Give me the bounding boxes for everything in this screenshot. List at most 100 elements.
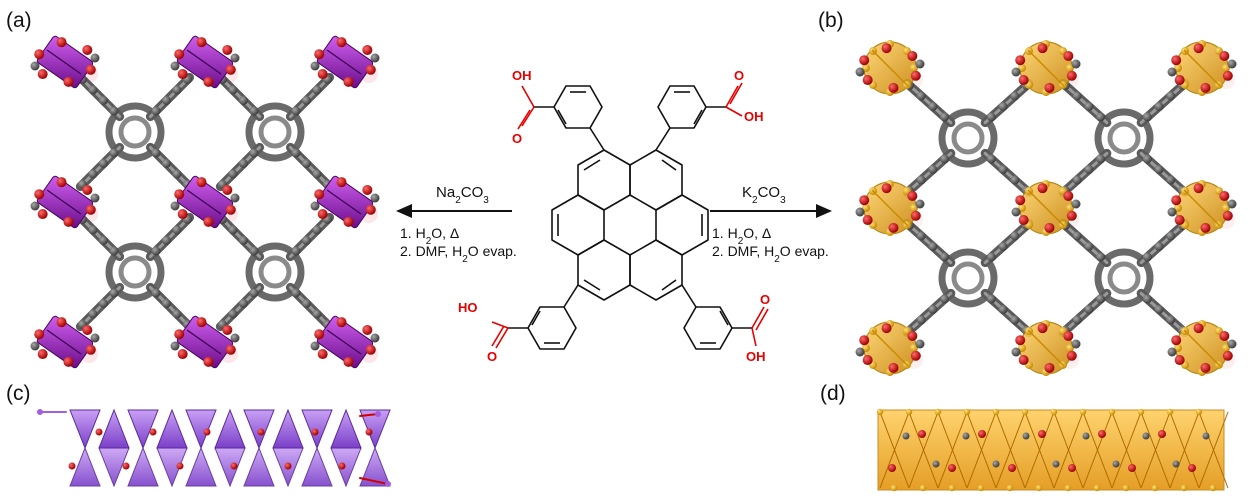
carbon-atom (855, 67, 865, 77)
right-step-1: 1. H2O, Δ (712, 225, 771, 247)
oxygen-atom (149, 428, 157, 436)
k-node (855, 320, 925, 376)
oxygen-atom (122, 462, 130, 470)
oxygen-atom (85, 344, 96, 355)
oxygen-atom (284, 462, 292, 470)
carbon-atom (1167, 347, 1177, 357)
phenyl-ring-bottom-right (683, 306, 733, 350)
carbon-atom (1096, 252, 1106, 262)
oxygen-atom (862, 215, 873, 226)
carbon-atom (855, 207, 865, 217)
carbon-atom (1227, 339, 1237, 349)
carbon-atom (312, 225, 322, 235)
oxygen-atom (1128, 464, 1136, 472)
polyhedron-edge (1183, 189, 1221, 227)
carbon-atom (986, 154, 996, 164)
carbon-atom (928, 242, 938, 251)
pyrene-ring-bottom-right (629, 239, 683, 301)
k-atom (948, 484, 956, 492)
oxygen-atom (1098, 430, 1106, 438)
carbon-atom (1071, 199, 1081, 209)
carbon-atom (109, 106, 119, 116)
carbon-atom (99, 299, 108, 308)
na-node (170, 175, 240, 229)
oxygen-atom (203, 76, 214, 87)
na-polyhedron-lower (98, 447, 130, 488)
carbon-atom (88, 85, 98, 95)
oxygen-atom (881, 323, 892, 334)
carbon-atom (162, 96, 171, 105)
oxygen-atom (888, 464, 896, 472)
oxygen-atom (1063, 330, 1074, 341)
polyhedron-edge (1198, 411, 1229, 489)
pyrene-hub-inner (951, 261, 985, 295)
na-polyhedron-upper (330, 408, 362, 449)
oxygen-atom (365, 344, 376, 355)
polyhedron-edge (937, 411, 968, 489)
na-polyhedron-upper (127, 409, 159, 450)
oxygen-atom (336, 317, 347, 328)
polyhedron-edge (1183, 329, 1221, 367)
oxygen-atom (1171, 195, 1182, 206)
k-node (1167, 320, 1237, 376)
carbon-atom (1010, 91, 1020, 101)
polyhedron-edge (871, 329, 909, 367)
na-polyhedron-lower (359, 446, 391, 487)
polyhedron-edge (1169, 411, 1200, 489)
carbon-atom (1010, 231, 1020, 241)
carbon-atom (249, 288, 259, 298)
carbon-atom (302, 236, 311, 245)
carbon-atom (902, 432, 910, 440)
carbon-atom (370, 193, 380, 203)
oxygen-atom (1018, 75, 1029, 86)
carbon-atom (998, 165, 1008, 174)
oxygen-atom (1219, 190, 1230, 201)
oxygen-atom (1015, 195, 1026, 206)
pyrene-hub (938, 108, 998, 168)
carbon-atom (162, 236, 171, 245)
oxygen-atom (888, 362, 899, 373)
na-node (170, 35, 240, 89)
oxygen-atom (85, 64, 96, 75)
polyhedron-edge (871, 49, 909, 87)
carbon-atom (1084, 305, 1094, 314)
k-node (855, 40, 925, 96)
left-step-1: 1. H2O, Δ (400, 225, 459, 247)
carbon-atom (30, 61, 40, 71)
carbon-atom (1202, 432, 1210, 440)
k-atom (1151, 484, 1159, 492)
carbon-atom (998, 305, 1008, 314)
carbon-atom (239, 299, 248, 308)
oxygen-atom (1015, 335, 1026, 346)
oxygen-atom (1158, 430, 1166, 438)
na-node (170, 315, 240, 369)
k-node (1011, 40, 1081, 96)
carbon-atom (1096, 294, 1106, 304)
polyhedron-edge (1082, 411, 1113, 489)
oxygen-atom (177, 69, 188, 80)
carbon-atom (109, 288, 119, 298)
k-atom (1006, 484, 1014, 492)
oxygen-atom (910, 210, 921, 221)
polyhedron-edge (871, 189, 909, 227)
oxygen-atom (1066, 350, 1077, 361)
na-polyhedron-upper (272, 408, 304, 449)
carbon-atom (1167, 67, 1177, 77)
oxygen-atom (203, 356, 214, 367)
carbon-atom (1227, 199, 1237, 209)
pyrene-hub-inner (118, 115, 152, 149)
oxygen-atom (222, 324, 233, 335)
atom-label-oh-top-left: OH (512, 68, 532, 83)
oxygen-atom (230, 462, 238, 470)
panel-label-a: (a) (6, 9, 32, 32)
carbon-atom (239, 159, 248, 168)
k-atom (1021, 408, 1029, 416)
oxygen-atom (1193, 43, 1204, 54)
pyrene-hub-inner (1107, 121, 1141, 155)
carbon-atom (1084, 165, 1094, 174)
k-framework-structure (855, 40, 1237, 376)
oxygen-atom (1037, 43, 1048, 54)
na-polyhedron-upper (243, 409, 275, 450)
oxygen-atom (1174, 215, 1185, 226)
pyrene-ring-top-right (629, 149, 683, 211)
